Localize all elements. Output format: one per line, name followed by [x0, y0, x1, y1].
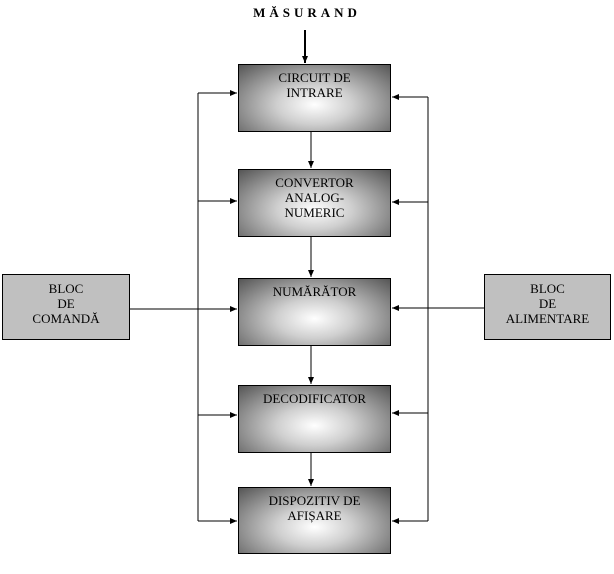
block-label-line: DECODIFICATOR — [262, 391, 367, 406]
block-decodificator: DECODIFICATOR — [238, 385, 391, 453]
block-label-line: NUMERIC — [284, 205, 345, 220]
block-circuit-intrare: CIRCUIT DE INTRARE — [238, 64, 391, 132]
block-label-line: DE — [538, 296, 557, 311]
block-numarator: NUMĂRĂTOR — [238, 278, 391, 346]
block-label-line: BLOC — [530, 281, 565, 296]
block-label-line: NUMĂRĂTOR — [272, 284, 357, 299]
block-label-line: ALIMENTARE — [505, 311, 590, 326]
block-dispozitiv-afisare: DISPOZITIV DE AFIȘARE — [238, 487, 391, 554]
block-label-line: CIRCUIT DE — [278, 70, 351, 85]
block-label-line: DISPOZITIV DE — [268, 493, 361, 508]
block-label-line: ANALOG- — [284, 190, 345, 205]
block-bloc-alimentare: BLOC DE ALIMENTARE — [484, 274, 611, 340]
block-label-line: INTRARE — [286, 85, 343, 100]
block-bloc-comanda: BLOC DE COMANDĂ — [2, 274, 130, 340]
block-convertor: CONVERTOR ANALOG- NUMERIC — [238, 169, 391, 237]
input-label: MĂSURAND — [253, 5, 361, 20]
block-label-line: AFIȘARE — [287, 508, 342, 523]
block-label-line: COMANDĂ — [32, 311, 100, 326]
block-label-line: CONVERTOR — [275, 175, 354, 190]
block-label-line: DE — [57, 296, 75, 311]
block-label-line: BLOC — [48, 281, 84, 296]
